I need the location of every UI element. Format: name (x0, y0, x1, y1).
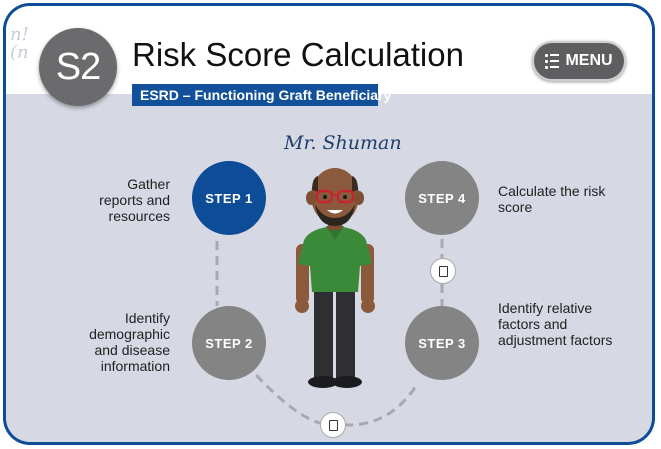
menu-button[interactable]: MENU (532, 41, 626, 81)
math-decoration: n!(n (10, 24, 29, 63)
menu-list-icon (545, 53, 560, 69)
step-2-description: Identify demographic and disease informa… (89, 310, 170, 374)
document-icon[interactable] (430, 258, 456, 284)
section-badge: S2 (39, 28, 117, 106)
step-3-button[interactable]: STEP 3 (405, 306, 479, 380)
page-subtitle: ESRD – Functioning Graft Beneficiary (132, 84, 391, 106)
character-name: Mr. Shuman (284, 132, 402, 154)
step-4-button[interactable]: STEP 4 (405, 161, 479, 235)
menu-label: MENU (565, 52, 613, 69)
page-title: Risk Score Calculation (132, 36, 464, 73)
character-illustration (295, 168, 375, 388)
step-1-button[interactable]: STEP 1 (192, 161, 266, 235)
step-3-description: Identify relative factors and adjustment… (498, 300, 613, 348)
step-4-description: Calculate the risk score (498, 183, 606, 215)
step-2-button[interactable]: STEP 2 (192, 306, 266, 380)
step-1-description: Gather reports and resources (99, 176, 170, 224)
document-icon[interactable] (320, 412, 346, 438)
